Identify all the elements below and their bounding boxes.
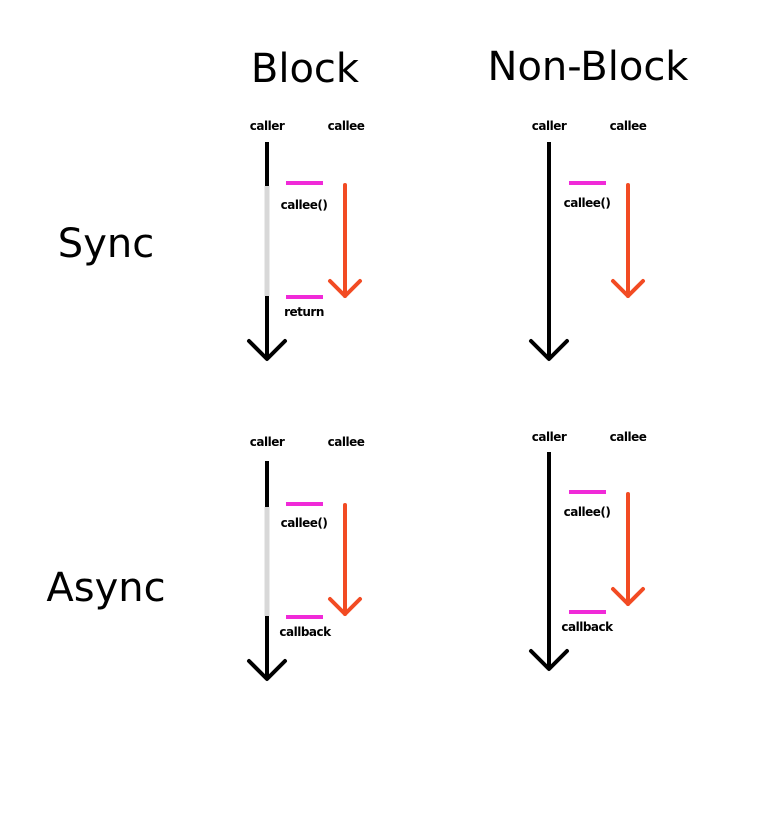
header-sync: Sync [58, 221, 154, 267]
callee-label: callee [328, 435, 365, 449]
caller-arrow-head [529, 649, 569, 671]
caller-label: caller [532, 430, 567, 444]
call-label: callee() [281, 198, 328, 212]
call-label: callee() [564, 196, 611, 210]
header-block: Block [251, 46, 360, 92]
callee-label: callee [610, 430, 647, 444]
header-async: Async [46, 565, 165, 611]
quadrant-async-block: caller callee callee() callback [247, 435, 365, 681]
callee-arrow-head [328, 279, 362, 298]
quadrant-async-nonblock: caller callee callee() callback [529, 430, 647, 671]
caller-label: caller [250, 119, 285, 133]
caller-label: caller [532, 119, 567, 133]
caller-arrow-head [247, 339, 287, 361]
caller-label: caller [250, 435, 285, 449]
header-non-block: Non-Block [488, 44, 690, 90]
callback-label: callback [279, 625, 332, 639]
callback-label: callback [561, 620, 614, 634]
callee-label: callee [610, 119, 647, 133]
callee-label: callee [328, 119, 365, 133]
quadrant-sync-block: caller callee callee() return [247, 119, 365, 361]
call-label: callee() [281, 516, 328, 530]
quadrant-sync-nonblock: caller callee callee() [529, 119, 647, 361]
call-label: callee() [564, 505, 611, 519]
callee-arrow-head [611, 279, 645, 298]
callee-arrow-head [611, 587, 645, 606]
caller-arrow-head [247, 659, 287, 681]
return-label: return [284, 305, 324, 319]
callee-arrow-head [328, 597, 362, 616]
caller-arrow-head [529, 339, 569, 361]
